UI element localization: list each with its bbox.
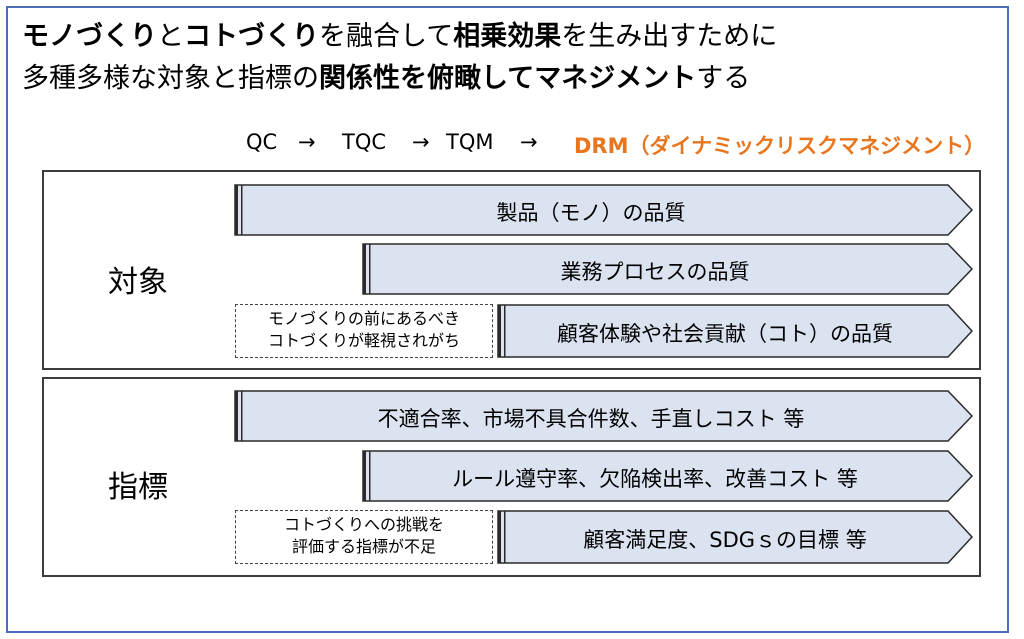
heading-segment: コトづくり (184, 21, 319, 52)
target-arrow-process (362, 243, 974, 295)
indicator-arrow-satisfaction (497, 510, 974, 564)
indicators-warning-note: コトづくりへの挑戦を 評価する指標が不足 (235, 510, 493, 564)
indicator-arrow-compliance-label: ルール遵守率、欠陥検出率、改善コスト 等 (452, 467, 858, 491)
target-arrow-product (234, 184, 974, 236)
stage-drm: DRM（ダイナミックリスクマネジメント） (574, 134, 986, 158)
indicator-arrow-compliance (362, 450, 974, 502)
heading-segment: する (696, 63, 751, 94)
indicator-arrow-nonconformity-label: 不適合率、市場不具合件数、手直しコスト 等 (377, 407, 805, 431)
note-line: モノづくりの前にあるべき (267, 309, 460, 328)
target-arrow-process-label: 業務プロセスの品質 (560, 260, 750, 284)
indicator-arrow-nonconformity (234, 390, 974, 442)
targets-label: 対象 (108, 265, 168, 300)
stage-tqm: TQM (446, 130, 494, 154)
target-arrow-experience-label: 顧客体験や社会貢献（コト）の品質 (557, 322, 893, 346)
heading-segment: を融合して (319, 21, 454, 52)
heading-segment: 相乗効果 (453, 21, 562, 52)
evolution-arrow: → (298, 130, 316, 154)
evolution-arrow: → (412, 130, 430, 154)
heading-segment: を生み出すために (561, 21, 778, 52)
heading-segment: モノづくり (22, 21, 157, 52)
slide-frame (6, 6, 1009, 633)
heading-segment: 多種多様な対象と指標の (22, 63, 319, 94)
heading-segment: 関係性を俯瞰してマネジメント (319, 63, 697, 94)
indicators-label: 指標 (108, 470, 168, 505)
stage-tqc: TQC (342, 130, 387, 154)
targets-warning-note: モノづくりの前にあるべき コトづくりが軽視されがち (235, 304, 493, 358)
target-arrow-experience (497, 304, 974, 358)
heading-line-2: 多種多様な対象と指標の関係性を俯瞰してマネジメントする (22, 56, 750, 95)
heading-segment: と (157, 21, 184, 52)
indicator-arrow-satisfaction-label: 顧客満足度、SDGｓの目標 等 (583, 528, 867, 552)
note-line: コトづくりが軽視されがち (267, 331, 460, 350)
heading-line-1: モノづくりとコトづくりを融合して相乗効果を生み出すために (22, 14, 777, 53)
evolution-arrow: → (520, 130, 538, 154)
note-line: 評価する指標が不足 (291, 537, 436, 556)
target-arrow-product-label: 製品（モノ）の品質 (496, 201, 686, 225)
note-line: コトづくりへの挑戦を (283, 515, 444, 534)
stage-qc: QC (246, 130, 278, 154)
